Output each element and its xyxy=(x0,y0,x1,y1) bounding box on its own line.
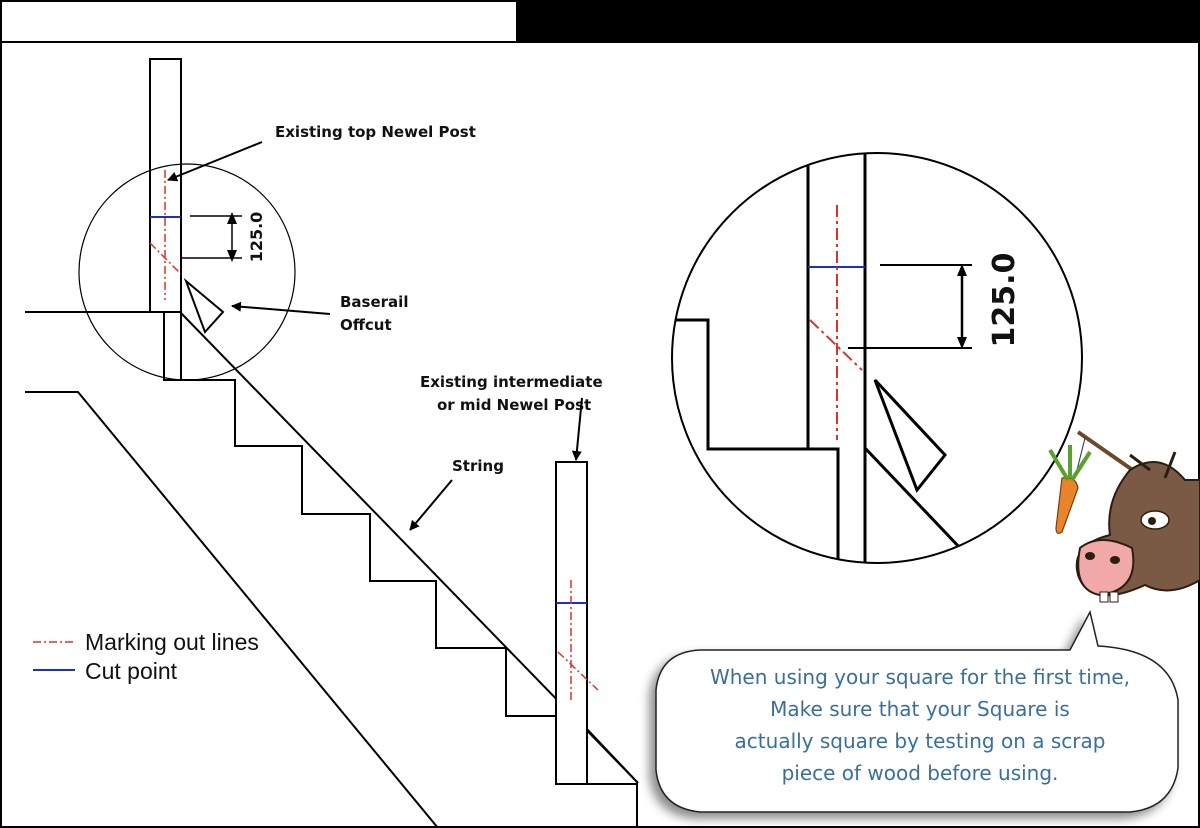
string-continuation xyxy=(586,728,639,784)
tip-speech-bubble: When using your square for the first tim… xyxy=(655,609,1179,813)
small-dimension-value: 125.0 xyxy=(247,212,266,263)
legend-marking-label: Marking out lines xyxy=(85,629,259,655)
label-mid-newel-1: Existing intermediate xyxy=(420,373,603,391)
tip-line-4: piece of wood before using. xyxy=(782,761,1059,785)
legend-cut-label: Cut point xyxy=(85,658,178,684)
label-baserail-1: Baserail xyxy=(340,293,408,311)
detail-circle-small xyxy=(78,163,296,381)
label-mid-newel-2: or mid Newel Post xyxy=(437,396,591,414)
label-string: String xyxy=(452,457,504,475)
tip-line-3: actually square by testing on a scrap xyxy=(735,729,1106,753)
arrow-baserail xyxy=(231,301,331,315)
label-top-newel: Existing top Newel Post xyxy=(275,123,476,141)
label-baserail-2: Offcut xyxy=(340,316,392,334)
arrow-top-newel xyxy=(167,141,263,182)
mid-newel-post xyxy=(555,461,599,785)
mid-marking-diagonal xyxy=(557,651,599,691)
baserail-offcut xyxy=(183,277,225,334)
large-dimension-value: 125.0 xyxy=(987,253,1022,348)
donkey-carrot-icon xyxy=(1048,430,1200,603)
small-dimension xyxy=(182,212,242,262)
arrow-mid-newel xyxy=(571,397,583,461)
tip-line-2: Make sure that your Square is xyxy=(770,697,1070,721)
marking-line-diagonal xyxy=(149,242,182,275)
legend: Marking out lines Cut point xyxy=(33,629,259,684)
tip-line-1: When using your square for the first tim… xyxy=(710,665,1130,689)
top-black-bar xyxy=(516,0,1200,42)
arrow-string xyxy=(409,479,453,531)
detail-circle-large xyxy=(671,152,1083,564)
top-newel-post xyxy=(149,58,182,381)
